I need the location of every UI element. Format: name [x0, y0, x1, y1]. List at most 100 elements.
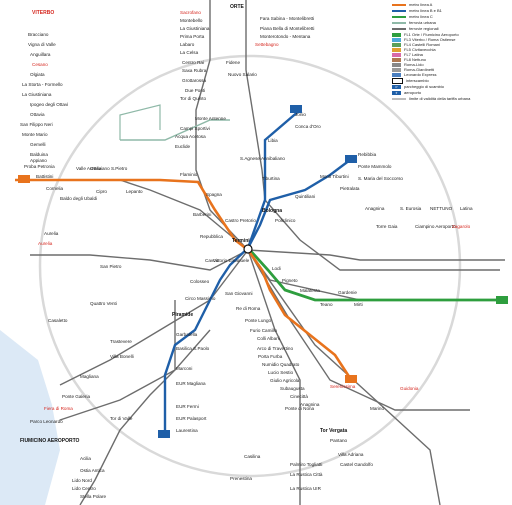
svg-text:Spagna: Spagna [206, 192, 222, 197]
svg-text:Monti Tiburtini: Monti Tiburtini [320, 174, 349, 179]
svg-text:Parco Leonardo: Parco Leonardo [30, 419, 63, 424]
svg-text:Quattro Venti: Quattro Venti [90, 301, 117, 306]
svg-text:Piana Bella di Montelibretti: Piana Bella di Montelibretti [260, 26, 314, 31]
svg-text:Ipogeo degli Ottavi: Ipogeo degli Ottavi [30, 102, 68, 107]
svg-text:La Celsa: La Celsa [180, 50, 199, 55]
svg-text:Ponte Lungo: Ponte Lungo [245, 318, 272, 323]
svg-text:Montebello: Montebello [180, 18, 203, 23]
svg-text:Flaminio: Flaminio [180, 172, 198, 177]
svg-text:Ponte Galeria: Ponte Galeria [62, 394, 91, 399]
svg-text:Magliana: Magliana [80, 374, 99, 379]
svg-text:Cornelia: Cornelia [46, 186, 64, 191]
svg-text:Battistini: Battistini [36, 174, 53, 179]
svg-text:Anagnina: Anagnina [365, 206, 385, 211]
svg-text:San Filippo Neri: San Filippo Neri [20, 122, 53, 127]
svg-text:Ottavia: Ottavia [30, 112, 45, 117]
legend-item: metro linea A [392, 2, 432, 8]
svg-text:Ostia Antica: Ostia Antica [80, 468, 105, 473]
svg-text:Valle Aurelia: Valle Aurelia [76, 166, 102, 171]
svg-text:S. Eurosia: S. Eurosia [400, 206, 422, 211]
svg-text:Conca d'Oro: Conca d'Oro [295, 124, 321, 129]
svg-text:Prima Porta: Prima Porta [180, 34, 205, 39]
legend-item: Leonardo Express [392, 72, 436, 78]
svg-text:Gardenie: Gardenie [338, 290, 357, 295]
svg-text:Teano: Teano [320, 302, 333, 307]
metro-b-line [163, 159, 351, 430]
svg-text:La Rustica Città: La Rustica Città [290, 472, 323, 477]
svg-text:Sacrofano: Sacrofano [180, 10, 201, 15]
legend-item: FL8 Nettuno [392, 57, 426, 63]
svg-text:Piramide: Piramide [172, 312, 193, 318]
svg-text:Monterotondo - Mentana: Monterotondo - Mentana [260, 34, 311, 39]
svg-text:S. Maria del Soccorso: S. Maria del Soccorso [358, 176, 403, 181]
svg-text:Cinecittà: Cinecittà [290, 394, 308, 399]
roma-lido-line [79, 300, 176, 505]
svg-text:Latina: Latina [460, 206, 473, 211]
fare-boundary-ring [38, 54, 462, 478]
svg-text:Stella Polare: Stella Polare [80, 494, 106, 499]
svg-text:Mirti: Mirti [354, 302, 363, 307]
svg-text:Fidene: Fidene [226, 60, 240, 65]
svg-text:Colosseo: Colosseo [190, 279, 210, 284]
svg-text:Villa Adriana: Villa Adriana [338, 452, 364, 457]
svg-text:Libia: Libia [268, 138, 278, 143]
svg-text:Vittorio Emanuele: Vittorio Emanuele [213, 258, 250, 263]
svg-text:Anagnina: Anagnina [300, 402, 320, 407]
svg-text:Ponte Mammolo: Ponte Mammolo [358, 164, 392, 169]
svg-text:Policlinico: Policlinico [275, 218, 296, 223]
svg-text:Pantano: Pantano [330, 438, 348, 443]
svg-text:Settebagno: Settebagno [255, 42, 279, 47]
map-legend: metro linea A metro linea B e B1 metro l… [388, 0, 512, 104]
legend-item: FL3 Viterbo / Roma Ostiense [392, 37, 456, 43]
legend-item: metro linea C [392, 14, 433, 20]
svg-text:Serenissima: Serenissima [330, 384, 356, 389]
station-labels: VITERBO ORTE Bracciano Vigna di Valle An… [20, 4, 473, 499]
legend-item: FL7 Latina [392, 52, 423, 58]
svg-text:Acilia: Acilia [80, 456, 91, 461]
svg-text:San Giovanni: San Giovanni [225, 291, 253, 296]
svg-text:Arco di Travertino: Arco di Travertino [257, 346, 293, 351]
svg-text:Anguillara: Anguillara [30, 52, 51, 57]
legend-item: Roma-Lido [392, 62, 424, 68]
svg-text:EUR Magliana: EUR Magliana [176, 381, 206, 386]
svg-text:La Storta - Formello: La Storta - Formello [22, 82, 63, 87]
svg-text:Campi Sportivi: Campi Sportivi [180, 126, 210, 131]
svg-text:Cesano: Cesano [32, 62, 48, 67]
fl-line-icon [392, 72, 401, 77]
legend-item: ✈aeroporto [392, 90, 421, 96]
svg-text:La Rustica UIR: La Rustica UIR [290, 486, 322, 491]
legend-item: FL1 Orte / Fiumicino Aeroporto [392, 32, 459, 38]
svg-text:Subaugusta: Subaugusta [280, 386, 305, 391]
svg-text:Colli Albani: Colli Albani [257, 336, 280, 341]
metro-b-line-icon [392, 9, 406, 12]
svg-text:Nuovo Salario: Nuovo Salario [228, 72, 257, 77]
svg-text:Zagarolo: Zagarolo [452, 224, 471, 229]
svg-text:Porta Furba: Porta Furba [258, 354, 283, 359]
svg-text:Euclide: Euclide [175, 144, 191, 149]
legend-item: interscambio [392, 78, 429, 84]
svg-text:Termini: Termini [232, 238, 250, 244]
svg-text:Furio Camillo: Furio Camillo [250, 328, 278, 333]
svg-text:Lodi: Lodi [272, 266, 281, 271]
svg-text:Quintiliani: Quintiliani [295, 194, 315, 199]
svg-text:Ottaviano S.Pietro: Ottaviano S.Pietro [90, 166, 128, 171]
metro-a-line-icon [392, 3, 406, 6]
svg-text:Pigneto: Pigneto [282, 278, 298, 283]
fl-line-icon [392, 47, 401, 52]
metro-c-line [246, 247, 505, 302]
fl-line-icon [392, 57, 401, 62]
svg-text:Tor di Quinto: Tor di Quinto [180, 96, 206, 101]
svg-text:Laurentina: Laurentina [176, 428, 198, 433]
interchange-icon [392, 78, 403, 84]
svg-text:Pietralata: Pietralata [340, 186, 360, 191]
svg-text:Labaro: Labaro [180, 42, 195, 47]
svg-text:EUR Palasport: EUR Palasport [176, 416, 207, 421]
fl-line-icon [392, 37, 401, 42]
svg-text:FIUMICINO AEROPORTO: FIUMICINO AEROPORTO [20, 438, 80, 444]
svg-text:Malatesta: Malatesta [300, 288, 320, 293]
fl-line-icon [392, 67, 401, 72]
legend-item: ferrovie regionali [392, 26, 439, 32]
svg-text:Bracciano: Bracciano [28, 32, 49, 37]
